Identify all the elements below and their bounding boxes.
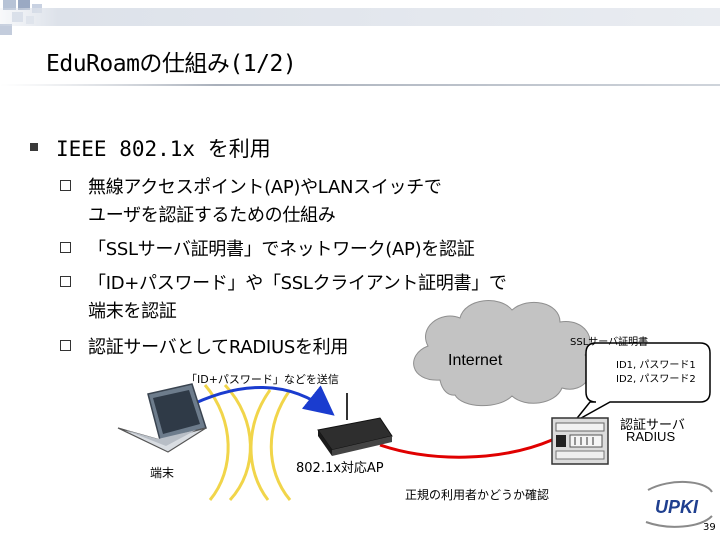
verify-arrow — [379, 438, 553, 459]
id-entry-1: ID1, パスワード1 — [616, 360, 696, 371]
sub-bullet-box — [60, 340, 71, 351]
upki-logo-text: UPKI — [655, 497, 699, 517]
sub-bullet-3-line-1: 「ID+パスワード」や「SSLクライアント証明書」で — [88, 273, 507, 294]
send-arrow — [184, 385, 335, 416]
page-title: EduRoamの仕組み(1/2) — [46, 51, 297, 77]
terminal-label: 端末 — [150, 466, 175, 480]
verify-label: 正規の利用者かどうか確認 — [405, 488, 550, 502]
upki-logo — [645, 480, 713, 528]
sub-bullet-box — [60, 180, 71, 191]
title-bar-gradient — [0, 8, 720, 26]
sub-bullet-1-line-1: 無線アクセスポイント(AP)やLANスイッチで — [88, 177, 442, 198]
laptop-icon — [117, 383, 207, 453]
id-callout-bubble — [573, 342, 711, 423]
ssl-cert-label: SSLサーバ証明書 — [570, 337, 649, 348]
sub-bullet-4-line-1: 認証サーバとしてRADIUSを利用 — [88, 337, 349, 358]
main-bullet: IEEE 802.1x を利用 — [56, 137, 271, 161]
radius-server-icon — [551, 417, 609, 465]
id-entry-2: ID2, パスワード2 — [616, 374, 696, 385]
sub-bullet-3-line-2: 端末を認証 — [88, 301, 177, 322]
bullet-marker — [30, 143, 38, 151]
sub-bullet-box — [60, 242, 71, 253]
server-label-line-2: RADIUS — [626, 429, 676, 444]
internet-cloud-icon — [413, 300, 592, 407]
wireless-wave-icon — [203, 383, 292, 502]
page-number: 39 — [703, 522, 716, 533]
sub-bullet-1-line-2: ユーザを認証するための仕組み — [88, 205, 336, 226]
title-underline — [0, 84, 720, 86]
access-point-icon — [317, 393, 393, 456]
sub-bullet-2-line-1: 「SSLサーバ証明書」でネットワーク(AP)を認証 — [88, 239, 475, 260]
send-label: 「ID+パスワード」などを送信 — [186, 373, 339, 386]
internet-label: Internet — [448, 352, 503, 369]
sub-bullet-box — [60, 276, 71, 287]
ap-label: 802.1x対応AP — [296, 461, 384, 476]
server-label-line-1: 認証サーバ — [620, 418, 685, 433]
